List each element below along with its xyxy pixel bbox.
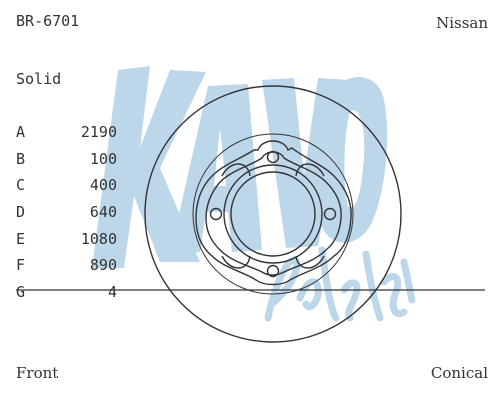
- brake-disc: [144, 85, 402, 343]
- bolt-holes: [209, 150, 337, 278]
- spec-row: C 400: [16, 176, 117, 203]
- hat-outline: [195, 140, 352, 286]
- back-label: Conical: [430, 364, 488, 382]
- spec-row: F 890: [16, 256, 117, 283]
- disc-outer-edge: [144, 85, 402, 343]
- part-number: BR-6701: [16, 12, 80, 30]
- spec-key: F: [16, 256, 26, 275]
- watermark-script: [264, 246, 416, 322]
- disc-type: Solid: [16, 70, 62, 88]
- kavo-parts-watermark: [92, 66, 416, 322]
- hub-center-bore: [223, 164, 323, 264]
- spec-value: 890: [89, 256, 117, 275]
- spec-value: 400: [89, 176, 117, 195]
- scallop-top-right: [295, 163, 325, 177]
- hat-inner-outline: [205, 151, 342, 276]
- bolt-hole-top: [266, 150, 280, 164]
- spec-key: D: [16, 203, 26, 222]
- spec-key: E: [16, 229, 26, 248]
- spec-table: A 2190 B 100 C 400 D 640 E 1080 F 890 G …: [16, 123, 117, 310]
- spec-value: 100: [89, 149, 117, 168]
- spec-value: 640: [89, 203, 117, 222]
- bolt-hole-left: [209, 207, 223, 221]
- spec-value: 4: [107, 283, 117, 302]
- hub-inner-ring: [230, 171, 316, 257]
- bolt-hole-bottom: [266, 264, 280, 278]
- spec-row: D 640: [16, 203, 117, 230]
- hub-pcd-circle: [192, 133, 354, 295]
- spec-key: C: [16, 176, 26, 195]
- spec-key: B: [16, 149, 26, 168]
- brand-name: Nissan: [436, 14, 488, 32]
- spec-key: G: [16, 283, 26, 302]
- spec-row: B 100: [16, 150, 117, 177]
- bolt-hole-right: [323, 207, 337, 221]
- spec-key: A: [16, 123, 26, 141]
- spec-row: G 4: [16, 283, 117, 310]
- spec-row: E 1080: [16, 230, 117, 257]
- scallop-bottom-right: [295, 255, 325, 269]
- watermark-letter-k: [92, 66, 206, 268]
- scallop-top-left: [221, 163, 251, 177]
- watermark-letter-o: [315, 76, 388, 243]
- spec-value: 2190: [80, 123, 117, 141]
- spec-row: A 2190: [16, 123, 117, 150]
- scallop-bottom-left: [221, 255, 251, 269]
- spec-value: 1080: [80, 229, 117, 248]
- front-label: Front: [16, 364, 59, 382]
